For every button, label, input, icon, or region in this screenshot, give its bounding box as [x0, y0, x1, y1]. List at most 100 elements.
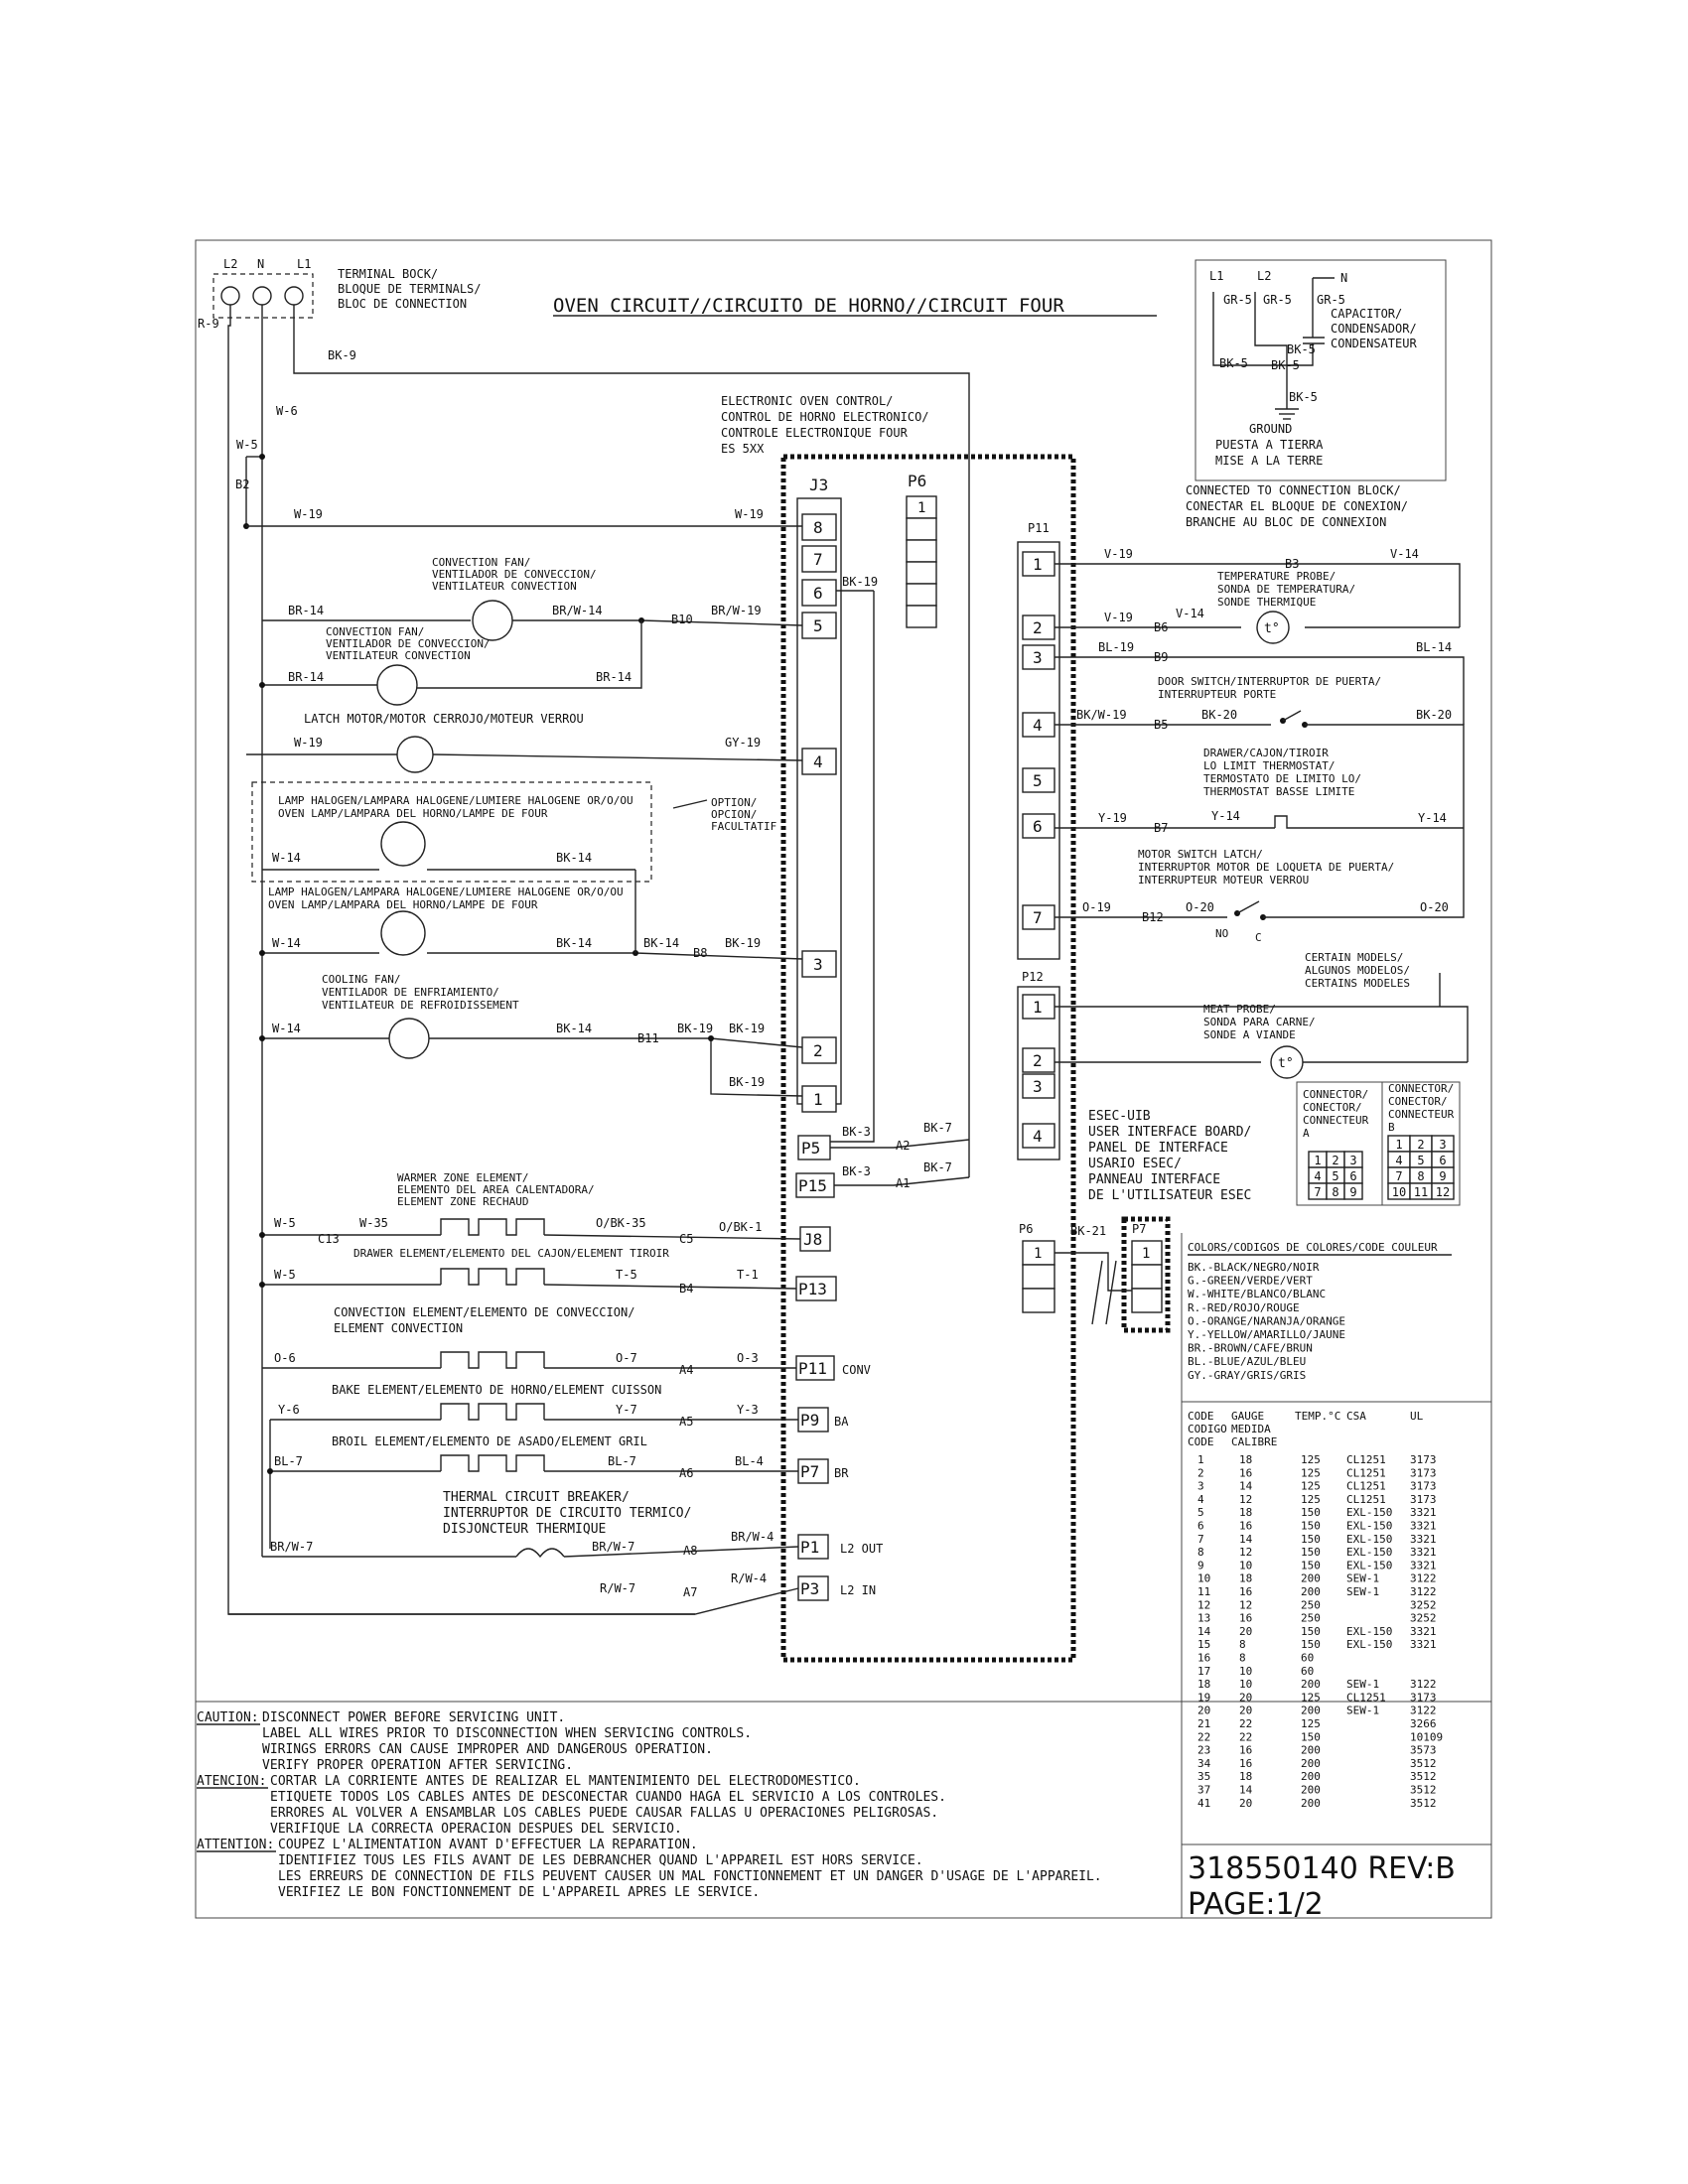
- connector-cell: 11: [1409, 1182, 1433, 1200]
- svg-text:125: 125: [1301, 1453, 1321, 1466]
- svg-text:2: 2: [1332, 1154, 1338, 1167]
- svg-text:A4: A4: [679, 1363, 693, 1377]
- connector-cell: 4: [1308, 1166, 1328, 1184]
- connector-cell: 6: [1343, 1166, 1363, 1184]
- svg-text:BK-20: BK-20: [1416, 708, 1452, 722]
- svg-text:7: 7: [813, 550, 823, 569]
- thermostat-label: DRAWER/CAJON/TIROIR LO LIMIT THERMOSTAT/…: [1203, 747, 1368, 798]
- svg-text:BR/W-19: BR/W-19: [711, 604, 762, 617]
- j3-pin-6: [801, 579, 837, 607]
- svg-text:BK-19: BK-19: [729, 1075, 765, 1089]
- svg-text:1: 1: [1395, 1138, 1402, 1152]
- svg-text:V-14: V-14: [1390, 547, 1419, 561]
- svg-text:6: 6: [1033, 817, 1043, 836]
- svg-text:CL1251: CL1251: [1346, 1480, 1386, 1493]
- svg-text:BL-19: BL-19: [1098, 640, 1134, 654]
- color-code-row: BK.-BLACK/NEGRO/NOIR: [1188, 1261, 1320, 1274]
- plug-p13: P13: [798, 1280, 827, 1298]
- ground-label: GROUND PUESTA A TIERRA MISE A LA TERRE: [1215, 422, 1331, 468]
- terminal-label-l1: L1: [297, 257, 311, 271]
- svg-text:3512: 3512: [1410, 1770, 1437, 1783]
- plug-tag-br: BR: [834, 1466, 849, 1480]
- svg-text:150: 150: [1301, 1625, 1321, 1638]
- svg-text:200: 200: [1301, 1784, 1321, 1797]
- svg-text:W-35: W-35: [359, 1216, 388, 1230]
- svg-text:W-5: W-5: [274, 1216, 296, 1230]
- caution-fr-label: ATTENTION:: [197, 1838, 274, 1852]
- svg-text:16: 16: [1239, 1520, 1252, 1533]
- control-name: ELECTRONIC OVEN CONTROL/ CONTROL DE HORN…: [721, 394, 936, 456]
- svg-text:3122: 3122: [1410, 1678, 1437, 1691]
- connector-cell: 5: [1326, 1166, 1345, 1184]
- gauge-header: TEMP.°C: [1295, 1410, 1340, 1423]
- svg-text:125: 125: [1301, 1493, 1321, 1506]
- broil-element-label: BROIL ELEMENT/ELEMENTO DE ASADO/ELEMENT …: [332, 1434, 647, 1448]
- right-labels: V-19 B3 V-14 TEMPERATURE PROBE/ SONDA DE…: [1070, 547, 1452, 1238]
- connector-cell: 8: [1326, 1182, 1345, 1200]
- caution-en: DISCONNECT POWER BEFORE SERVICING UNIT. …: [262, 1710, 760, 1773]
- svg-text:B4: B4: [679, 1282, 693, 1296]
- connector-cell: 3: [1343, 1151, 1363, 1168]
- j3-pin-7: [801, 545, 837, 573]
- svg-text:7: 7: [1395, 1169, 1402, 1183]
- control-plugs: P5 P15 J8 P13 P11 CONV P9 BA P7 BR P1 L2…: [795, 1135, 883, 1601]
- svg-text:18: 18: [1239, 1506, 1252, 1519]
- svg-text:EXL-150: EXL-150: [1346, 1559, 1392, 1571]
- svg-text:EXL-150: EXL-150: [1346, 1520, 1392, 1533]
- connector-cell: 2: [1326, 1151, 1345, 1168]
- svg-text:BK-19: BK-19: [729, 1022, 765, 1035]
- svg-text:5: 5: [1197, 1506, 1204, 1519]
- svg-text:W-14: W-14: [272, 1022, 301, 1035]
- svg-text:O-3: O-3: [737, 1351, 759, 1365]
- svg-text:C13: C13: [318, 1232, 340, 1246]
- svg-text:200: 200: [1301, 1585, 1321, 1598]
- svg-text:150: 150: [1301, 1546, 1321, 1559]
- left-load-circuits: [228, 525, 970, 1615]
- color-codes: COLORS/CODIGOS DE COLORES/CODE COULEUR B…: [1188, 1241, 1452, 1382]
- meat-probe-label: MEAT PROBE/ SONDA PARA CARNE/ SONDE A VI…: [1203, 1003, 1322, 1041]
- svg-text:3321: 3321: [1410, 1546, 1437, 1559]
- caution-es: CORTAR LA CORRIENTE ANTES DE REALIZAR EL…: [270, 1774, 954, 1837]
- svg-text:22: 22: [1239, 1717, 1252, 1730]
- svg-text:4: 4: [1395, 1154, 1402, 1167]
- svg-text:20: 20: [1239, 1797, 1252, 1810]
- svg-text:14: 14: [1239, 1480, 1253, 1493]
- svg-text:16: 16: [1239, 1744, 1252, 1757]
- svg-text:3: 3: [1439, 1138, 1446, 1152]
- svg-text:7: 7: [1314, 1185, 1321, 1199]
- gauge-header: CALIBRE: [1231, 1435, 1277, 1448]
- svg-text:BR/W-7: BR/W-7: [592, 1540, 634, 1554]
- svg-text:16: 16: [1239, 1466, 1252, 1479]
- color-code-row: BR.-BROWN/CAFE/BRUN: [1188, 1342, 1313, 1355]
- svg-text:8: 8: [1239, 1638, 1246, 1651]
- connected-label: CONNECTED TO CONNECTION BLOCK/ CONECTAR …: [1186, 483, 1415, 529]
- svg-text:35: 35: [1197, 1770, 1210, 1783]
- svg-text:CL1251: CL1251: [1346, 1453, 1386, 1466]
- svg-text:1: 1: [1034, 1246, 1042, 1262]
- plug-p11: P11: [798, 1359, 827, 1378]
- svg-text:3: 3: [1197, 1480, 1204, 1493]
- svg-text:BK-7: BK-7: [923, 1160, 952, 1174]
- svg-text:B9: B9: [1154, 650, 1168, 664]
- connector-cell: 6: [1431, 1151, 1455, 1168]
- svg-text:14: 14: [1239, 1533, 1253, 1546]
- svg-text:3512: 3512: [1410, 1757, 1437, 1770]
- drawing-frame: [195, 239, 1492, 1919]
- svg-text:6: 6: [1349, 1169, 1356, 1183]
- color-code-row: G.-GREEN/VERDE/VERT: [1188, 1275, 1313, 1288]
- svg-text:A2: A2: [896, 1139, 910, 1153]
- svg-text:200: 200: [1301, 1705, 1321, 1717]
- svg-text:P7: P7: [1132, 1222, 1146, 1236]
- left-labels: W-19 W-19 BK-19 CONVECTION FAN/ VENTILAD…: [268, 507, 952, 1599]
- svg-text:17: 17: [1197, 1665, 1210, 1678]
- svg-text:SEW-1: SEW-1: [1346, 1678, 1379, 1691]
- svg-text:C: C: [1255, 931, 1262, 944]
- svg-text:O/BK-35: O/BK-35: [596, 1216, 646, 1230]
- svg-text:3252: 3252: [1410, 1612, 1437, 1625]
- svg-text:BK-21: BK-21: [1070, 1224, 1106, 1238]
